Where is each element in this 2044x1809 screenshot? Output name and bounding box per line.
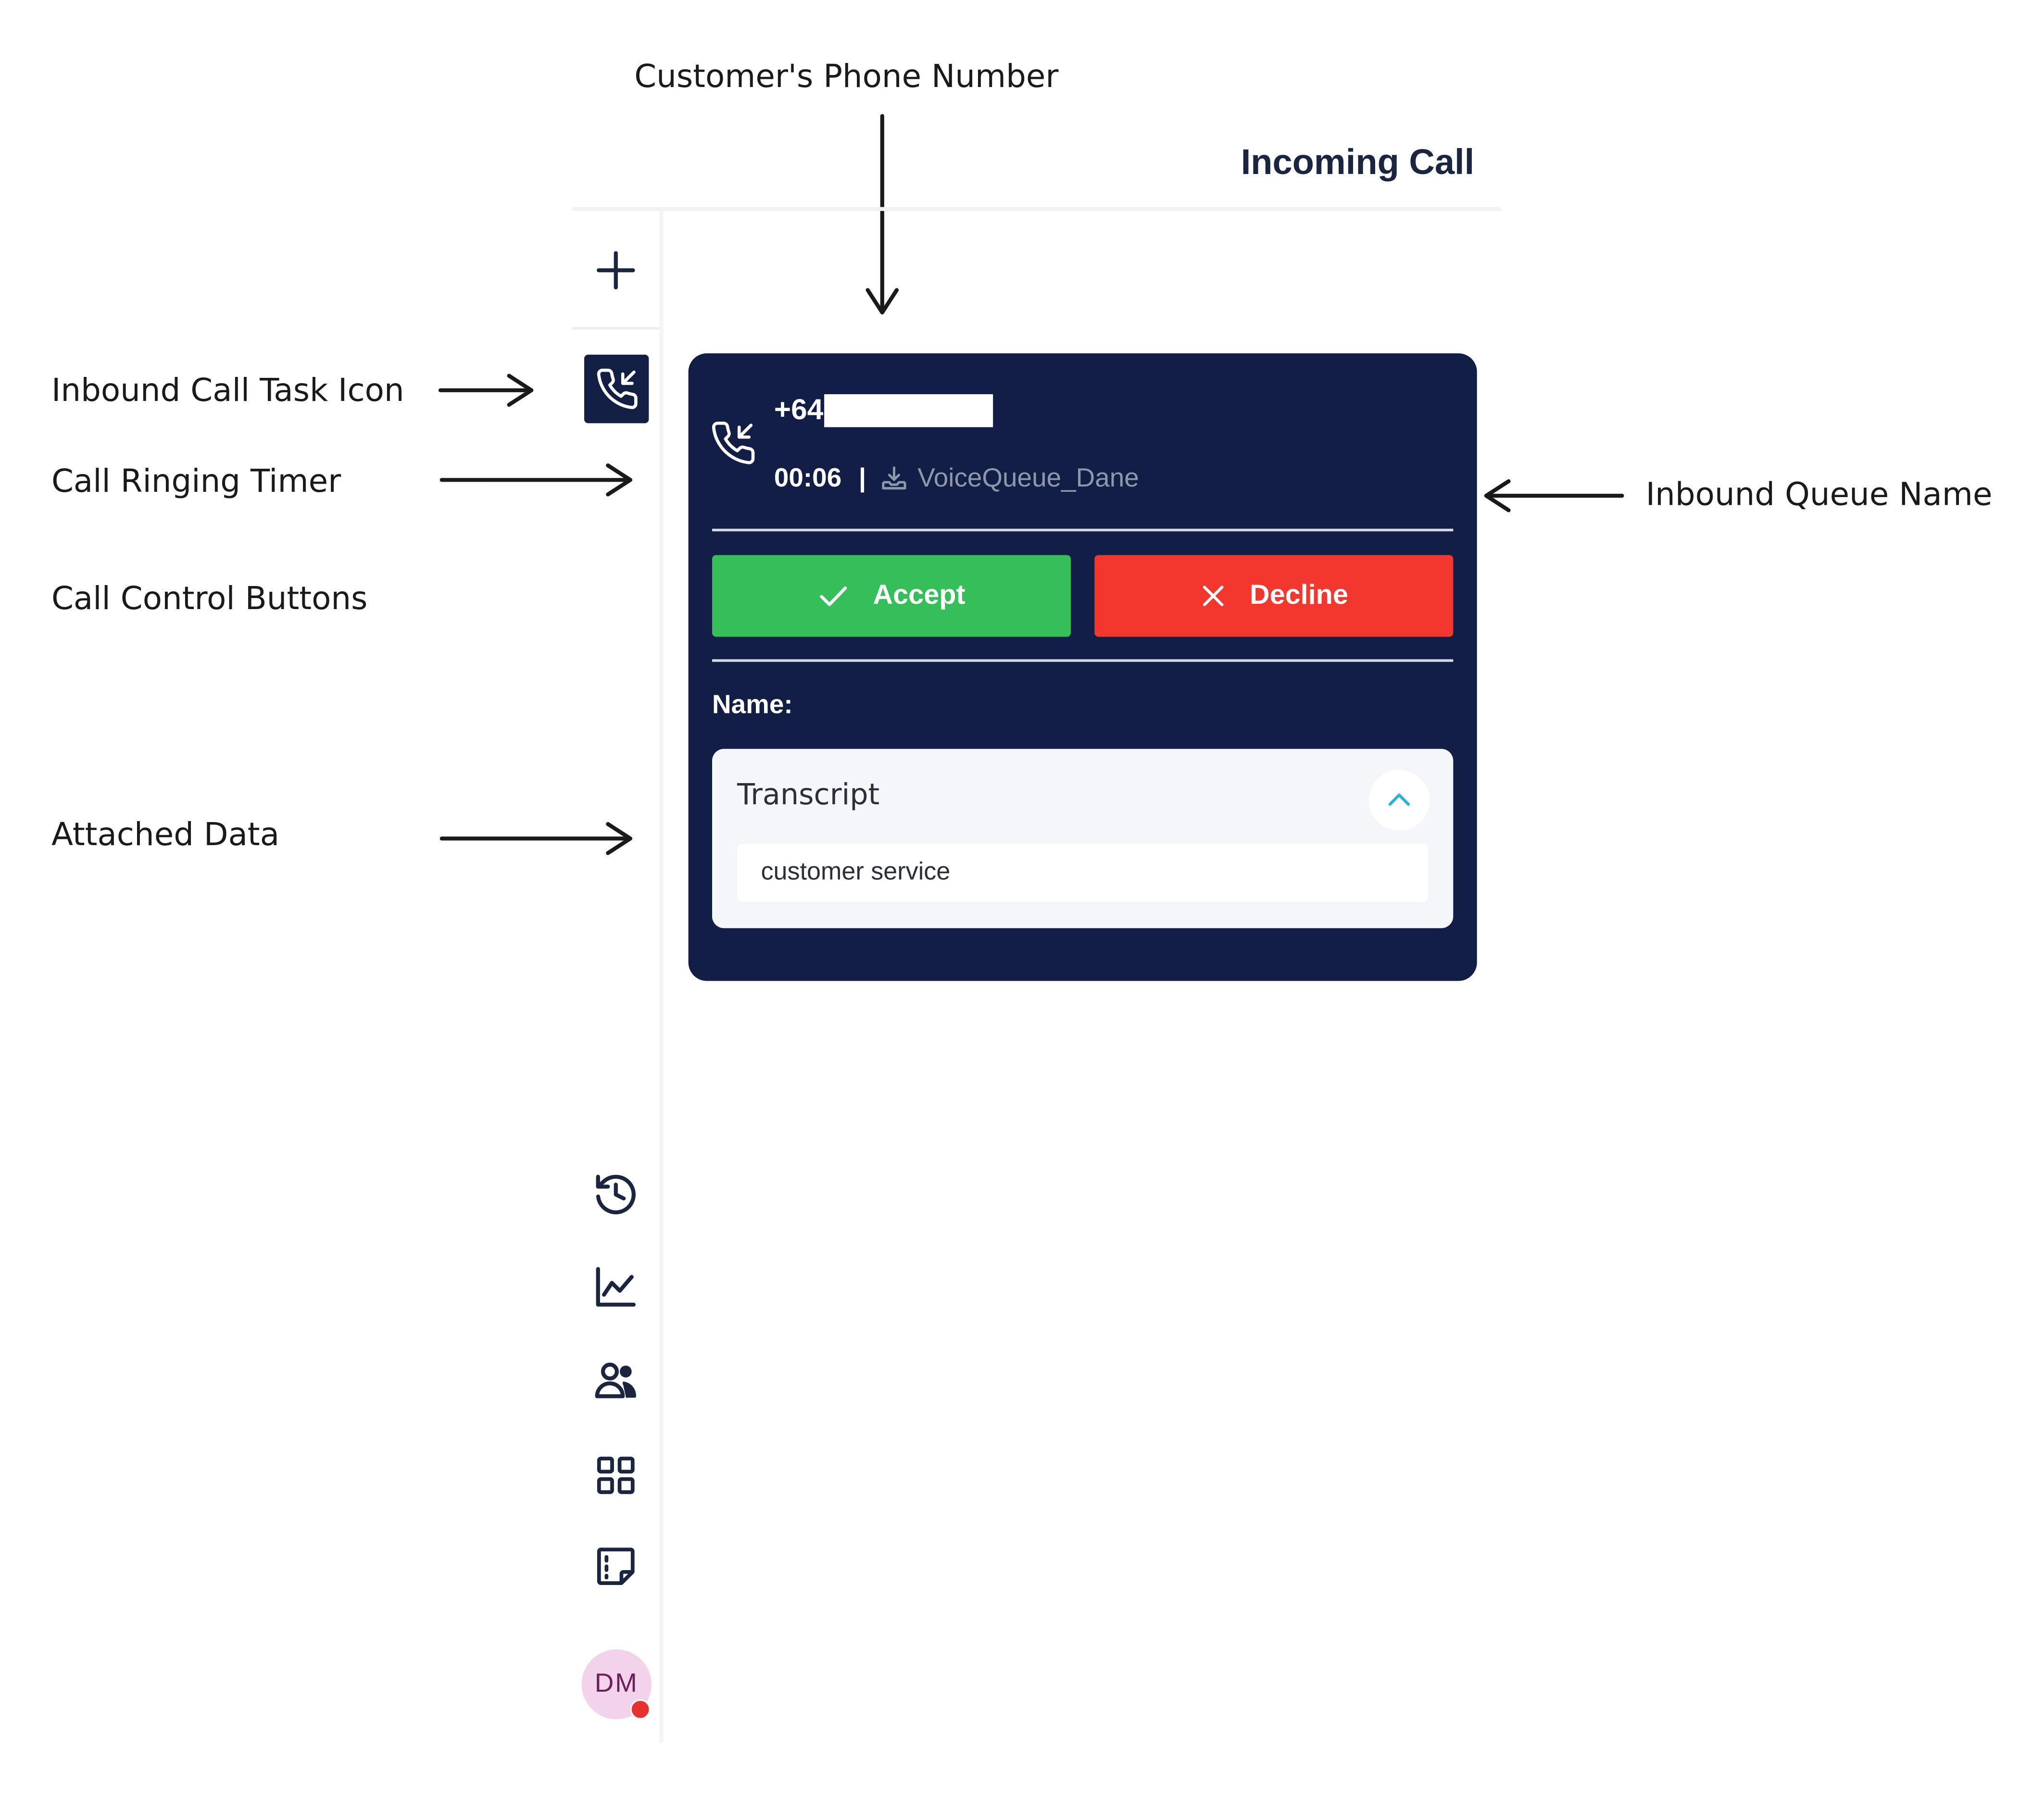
header-divider	[572, 207, 1501, 211]
incoming-call-icon	[712, 422, 755, 464]
grid-icon	[597, 1457, 635, 1494]
incoming-call-card: +64 00:06 | VoiceQueue_Dane Accept	[688, 353, 1477, 981]
line-chart-icon	[596, 1267, 636, 1307]
phone-number-redaction	[824, 394, 993, 427]
apps-button[interactable]	[583, 1442, 649, 1508]
page-title: Incoming Call	[1241, 142, 1475, 182]
presence-status-dot	[630, 1699, 651, 1720]
decline-button-label: Decline	[1249, 580, 1348, 611]
annotation-task-icon: Inbound Call Task Icon	[51, 372, 404, 409]
customer-phone-number: +64	[774, 393, 824, 426]
attached-data-value: customer service	[761, 858, 951, 886]
attached-data-value-box: customer service	[737, 844, 1429, 902]
contacts-button[interactable]	[583, 1347, 649, 1413]
card-divider-top	[712, 528, 1454, 532]
queue-inbox-icon	[881, 466, 906, 490]
accept-button-label: Accept	[873, 580, 966, 611]
sticky-note-icon	[597, 1547, 635, 1585]
annotation-ringing-timer: Call Ringing Timer	[51, 462, 341, 500]
accept-button[interactable]: Accept	[712, 555, 1071, 637]
check-icon	[820, 586, 847, 606]
annotation-attached-data: Attached Data	[51, 816, 280, 853]
incoming-call-icon	[596, 368, 637, 409]
decline-button[interactable]: Decline	[1094, 555, 1454, 637]
collapse-attached-data-button[interactable]	[1368, 770, 1430, 831]
history-icon	[596, 1174, 636, 1214]
call-ringing-timer: 00:06	[774, 463, 842, 493]
users-icon	[595, 1362, 636, 1398]
annotation-queue-name: Inbound Queue Name	[1645, 476, 1993, 513]
add-task-button[interactable]	[583, 237, 649, 303]
caller-name-label: Name:	[712, 691, 793, 720]
annotation-call-controls: Call Control Buttons	[51, 580, 368, 617]
attached-data-panel: Transcript customer service	[712, 749, 1454, 928]
inbound-queue-name: VoiceQueue_Dane	[917, 463, 1139, 493]
annotation-phone-number: Customer's Phone Number	[634, 58, 1059, 95]
rail-separator	[572, 327, 660, 330]
attached-data-title: Transcript	[737, 779, 880, 812]
sidebar-divider	[659, 211, 664, 1743]
history-button[interactable]	[583, 1161, 649, 1227]
meta-separator: |	[858, 463, 866, 493]
call-meta-row: 00:06 | VoiceQueue_Dane	[774, 462, 1139, 496]
chevron-up-icon	[1388, 793, 1410, 806]
close-icon	[1202, 586, 1223, 606]
card-divider-bottom	[712, 659, 1454, 662]
inbound-call-task-button[interactable]	[584, 354, 649, 424]
analytics-button[interactable]	[583, 1254, 649, 1320]
notes-button[interactable]	[583, 1534, 649, 1599]
plus-icon	[597, 251, 635, 290]
